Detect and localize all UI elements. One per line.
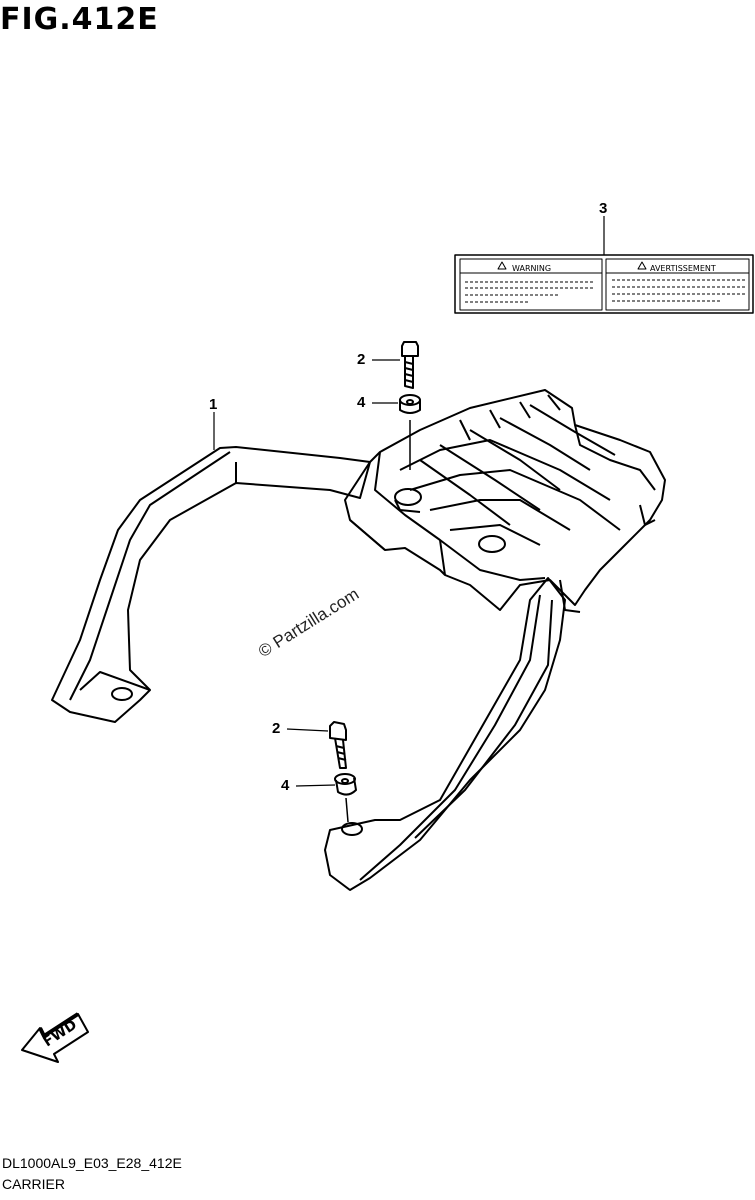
right-arm-bolt-hole xyxy=(341,822,363,836)
callout-2a: 2 xyxy=(357,351,366,368)
figure-name: CARRIER xyxy=(2,1176,66,1192)
washer-upper xyxy=(399,394,421,414)
carrier-plate xyxy=(344,389,666,613)
warning-triangle-icon xyxy=(497,261,507,270)
bolt-lower xyxy=(329,721,347,769)
figure-title: FIG.412E xyxy=(0,2,159,37)
plate-bolt-hole-rear xyxy=(394,488,422,506)
callout-3: 3 xyxy=(599,200,608,217)
callout-4b: 4 xyxy=(281,777,290,794)
fwd-text: FWD xyxy=(40,1017,79,1050)
label-warning-right: AVERTISSEMENT xyxy=(650,264,716,273)
washer-lower xyxy=(334,773,357,796)
bolt-upper xyxy=(401,341,419,389)
leader-4b xyxy=(295,784,336,787)
figure-code: DL1000AL9_E03_E28_412E xyxy=(2,1155,182,1171)
left-arm-bolt-hole xyxy=(111,687,133,701)
bolt-lower-leader xyxy=(345,797,349,823)
callout-2b: 2 xyxy=(272,720,281,737)
plate-bolt-hole-front xyxy=(478,535,506,553)
callout-4a: 4 xyxy=(357,394,366,411)
carrier-right-arm xyxy=(324,577,566,891)
fwd-arrow-icon xyxy=(21,1012,89,1063)
callout-1: 1 xyxy=(209,396,218,413)
label-warning-left: WARNING xyxy=(512,264,551,273)
carrier-left-arm xyxy=(51,446,371,723)
warning-triangle-icon-fr xyxy=(637,261,647,270)
leader-2b xyxy=(286,728,329,732)
